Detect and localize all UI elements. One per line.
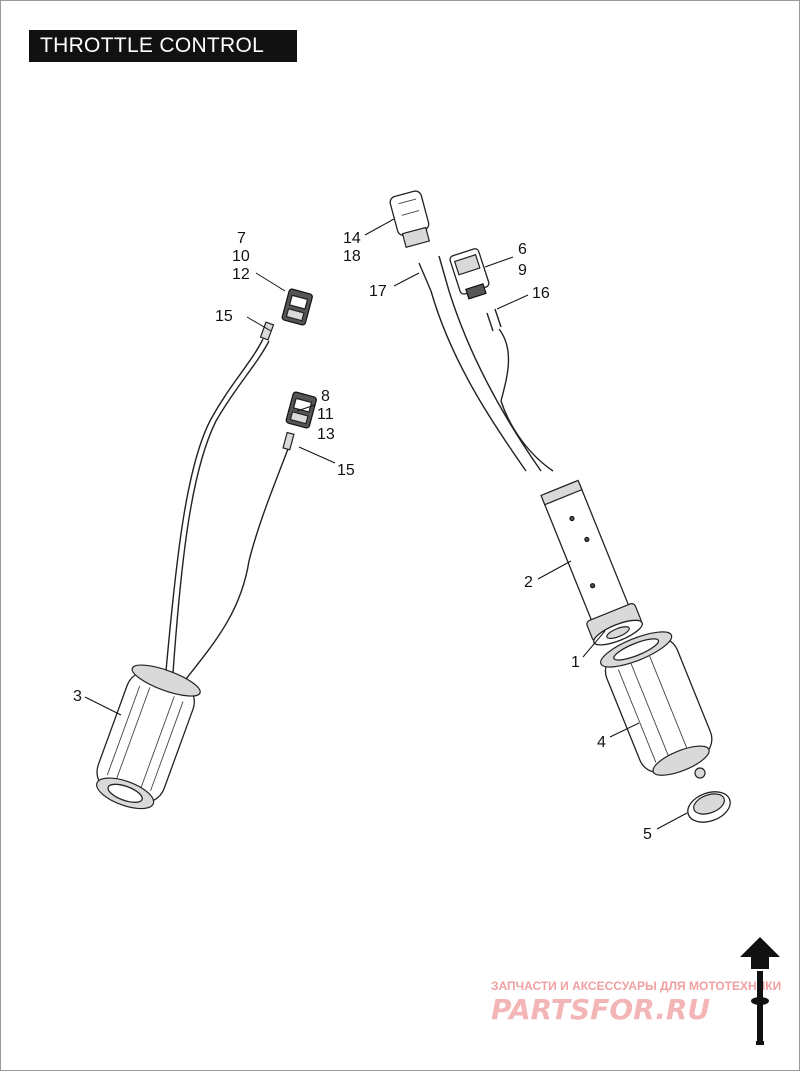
right-throttle-assembly — [389, 190, 731, 823]
terminal-17-a — [418, 262, 432, 292]
callout-17: 17 — [369, 283, 387, 300]
callout-11: 11 — [317, 406, 334, 423]
terminal-15-upper — [259, 321, 275, 341]
callout-labels: 7 10 12 15 8 11 13 15 14 18 17 6 9 16 2 … — [73, 230, 652, 843]
callout-4: 4 — [597, 734, 606, 751]
callout-8: 8 — [321, 388, 330, 405]
page-title: THROTTLE CONTROL — [29, 30, 297, 62]
terminal-15-lower — [282, 431, 295, 451]
connector-14-18 — [389, 190, 431, 248]
callout-6: 6 — [518, 241, 527, 258]
left-wire-lower — [185, 440, 292, 680]
callout-2: 2 — [524, 574, 533, 591]
grip-4 — [600, 631, 713, 776]
left-grip-assembly — [96, 321, 295, 810]
callout-18: 18 — [343, 248, 361, 265]
direction-arrow-icon — [740, 937, 780, 1045]
callout-14: 14 — [343, 230, 361, 247]
watermark-logo: PARTSFOR.RU — [491, 993, 710, 1026]
grip-3 — [96, 664, 201, 810]
callout-5: 5 — [643, 826, 652, 843]
connector-6-9 — [449, 248, 490, 300]
callout-12: 12 — [232, 266, 250, 283]
callout-16: 16 — [532, 285, 550, 302]
callout-7: 7 — [237, 230, 246, 247]
watermark-caption: ЗАПЧАСТИ И АКСЕССУАРЫ ДЛЯ МОТОТЕХНИКИ — [491, 979, 781, 993]
watermark: ЗАПЧАСТИ И АКСЕССУАРЫ ДЛЯ МОТОТЕХНИКИ PA… — [491, 979, 781, 1026]
right-wire-b — [448, 290, 542, 472]
callout-13: 13 — [317, 426, 335, 443]
leader-lines — [84, 218, 688, 830]
left-wire-upper — [172, 340, 270, 674]
callout-15-lower: 15 — [337, 462, 355, 479]
right-wire-c — [498, 328, 554, 472]
throttle-tube-2 — [540, 479, 643, 646]
terminal-16-b — [494, 308, 502, 328]
left-wire-upper-b — [165, 338, 264, 672]
connector-7-10-12 — [281, 288, 313, 326]
callout-3: 3 — [73, 688, 82, 705]
callout-15-upper: 15 — [215, 308, 233, 325]
right-wire-a — [430, 290, 527, 472]
end-cap-5 — [687, 791, 731, 823]
terminal-17-b — [438, 255, 450, 292]
grip-end-screw — [694, 767, 706, 779]
callout-10: 10 — [232, 248, 250, 265]
callout-9: 9 — [518, 262, 527, 279]
terminal-16-a — [486, 312, 494, 332]
callout-1: 1 — [571, 654, 580, 671]
